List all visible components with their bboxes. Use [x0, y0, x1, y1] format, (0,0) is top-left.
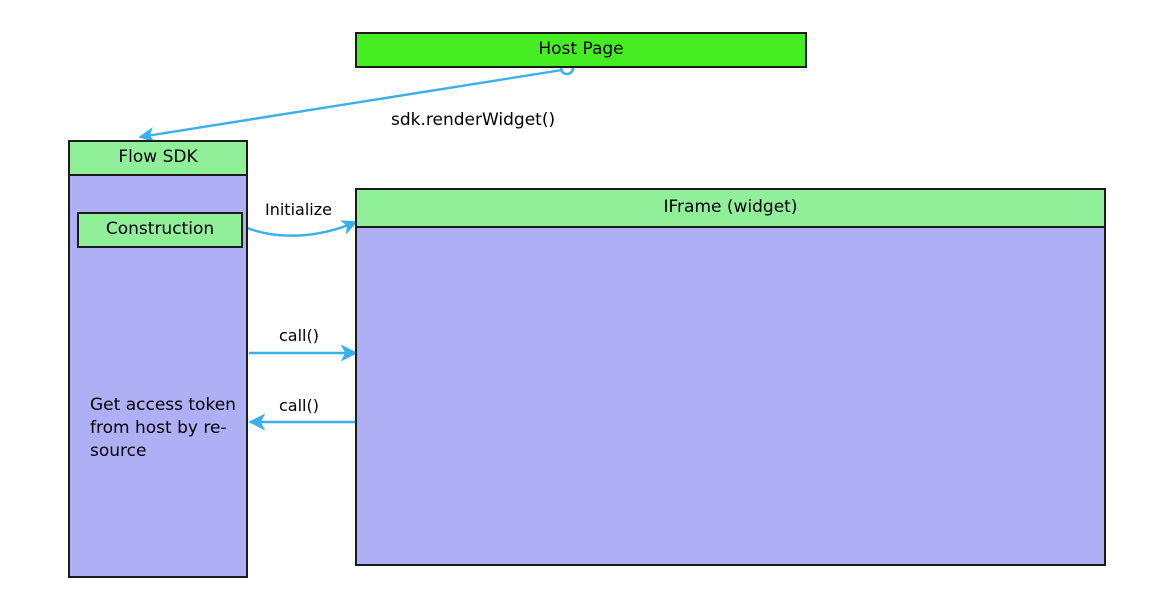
iframe-header: IFrame (widget): [357, 190, 1104, 228]
access-token-line-3: source: [90, 440, 147, 461]
edge-label-call-up: call(): [279, 396, 319, 415]
edge-label-initialize: Initialize: [265, 200, 332, 219]
host-page-label: Host Page: [538, 39, 624, 60]
access-token-note: Get access token from host by re- source: [90, 394, 240, 463]
flow-sdk-label: Flow SDK: [118, 147, 198, 168]
node-flow-sdk[interactable]: Flow SDK Construction Get access token f…: [68, 140, 248, 578]
edge-label-call-down: call(): [279, 326, 319, 345]
edge-initialize: [246, 220, 358, 237]
flow-sdk-header: Flow SDK: [70, 142, 246, 176]
iframe-label: IFrame (widget): [663, 197, 798, 218]
node-host-page[interactable]: Host Page: [355, 32, 807, 68]
node-construction[interactable]: Construction: [77, 212, 243, 248]
access-token-line-2: from host by re-: [90, 417, 227, 438]
edge-label-render-widget: sdk.renderWidget(): [391, 110, 556, 130]
construction-label: Construction: [105, 219, 215, 240]
access-token-line-1: Get access token: [90, 395, 236, 415]
node-iframe-widget[interactable]: IFrame (widget): [355, 188, 1106, 566]
